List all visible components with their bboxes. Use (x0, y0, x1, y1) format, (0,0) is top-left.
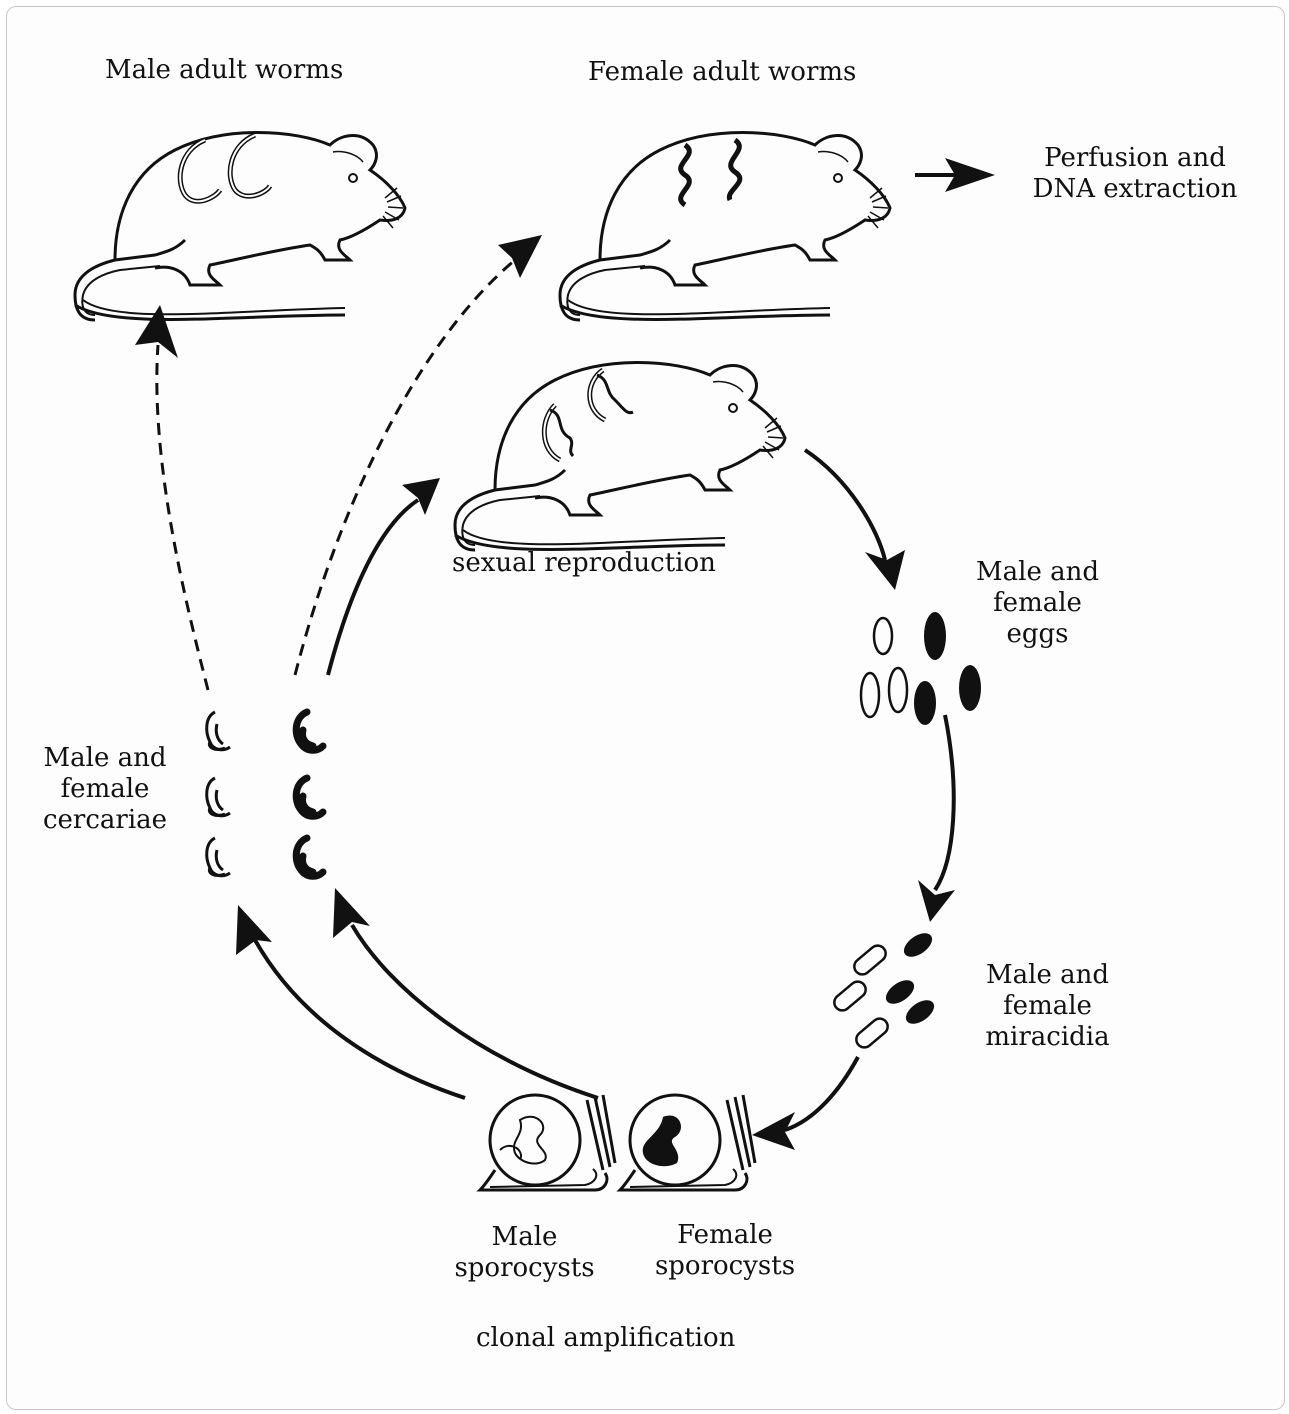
perfusion-label: Perfusion and DNA extraction (1032, 143, 1238, 204)
miracidia-group (833, 933, 935, 1049)
arrow-female-sporocysts-to-cercariae (333, 888, 599, 1100)
female-worm-host-rat (558, 131, 892, 322)
male-adult-worms-label: Male adult worms (105, 55, 344, 85)
male-cercariae-group (205, 710, 232, 878)
male-sporocysts-label: Male sporocysts (454, 1222, 595, 1283)
arrow-to-sexual-reproduction (326, 478, 440, 676)
miracidia-label: Male and female miracidia (985, 960, 1110, 1052)
perfusion-arrow (915, 158, 995, 192)
dashed-arrow-to-female-rat (293, 235, 542, 676)
figure-frame (6, 6, 1285, 1410)
clonal-amplification-label: clonal amplification (476, 1323, 736, 1353)
male-sporocyst-snail (478, 1093, 617, 1192)
female-sporocysts-label: Female sporocysts (654, 1220, 796, 1281)
male-worm-host-rat (73, 131, 407, 322)
eggs-group (859, 612, 981, 725)
sexual-reproduction-label: sexual reproduction (452, 548, 716, 578)
arrow-male-sporocysts-to-cercariae (236, 905, 466, 1100)
cercariae-label: Male and female cercariae (42, 743, 168, 835)
female-cercariae-group (296, 712, 323, 876)
female-adult-worms-label: Female adult worms (588, 57, 857, 87)
eggs-label: Male and female eggs (976, 557, 1099, 649)
arrow-to-eggs (803, 448, 905, 590)
sexual-reproduction-rat (453, 361, 787, 552)
female-sporocyst-snail (618, 1093, 757, 1192)
dashed-arrow-to-male-rat (135, 305, 210, 691)
arrow-to-miracidia (918, 714, 956, 922)
arrow-to-sporocysts (752, 1056, 860, 1150)
